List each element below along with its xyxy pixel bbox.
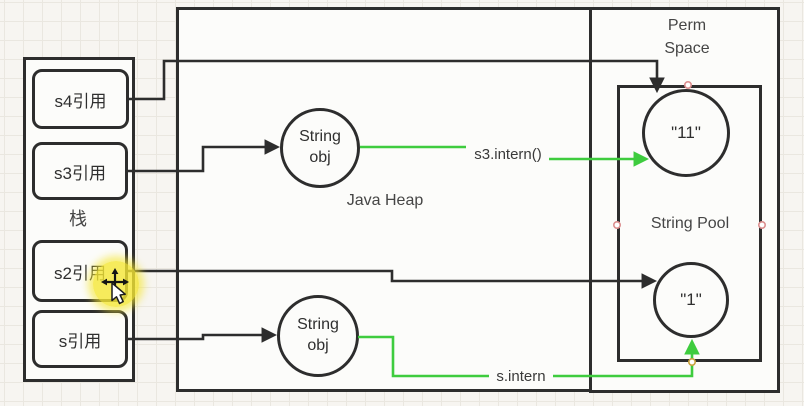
s2-to-pool-1-connector[interactable] (128, 269, 658, 289)
s4-to-pool-11-connector[interactable] (129, 59, 665, 101)
stack-ref-s4[interactable]: s4引用 (32, 69, 129, 129)
string-obj-circle-1[interactable]: String obj (280, 108, 360, 188)
stack-ref-s3[interactable]: s3引用 (32, 142, 128, 200)
pool-constant-1-circle[interactable]: "1" (653, 262, 729, 338)
s3-to-string-obj-connector[interactable] (128, 139, 281, 173)
s-intern-label: s.intern (489, 368, 553, 385)
s3-intern-label: s3.intern() (474, 146, 542, 163)
stack-ref-s3-label: s3引用 (54, 163, 106, 183)
cursor-overlay (101, 268, 129, 305)
string-obj-2-label: String obj (297, 316, 339, 354)
pointer-cursor-icon (111, 282, 126, 305)
stack-ref-s-label: s引用 (58, 331, 102, 351)
stack-ref-s[interactable]: s引用 (32, 310, 128, 368)
stack-ref-s4-label: s4引用 (54, 91, 107, 111)
string-obj-circle-2[interactable]: String obj (277, 295, 359, 377)
string-pool-label: String Pool (650, 215, 730, 232)
pool-constant-11-circle[interactable]: "11" (642, 89, 730, 177)
perm-space-label: Perm Space (664, 17, 710, 58)
move-cursor-icon (101, 268, 129, 296)
pool-constant-1-label: "1" (680, 289, 702, 309)
stack-label: 栈 (69, 209, 87, 229)
java-heap-container[interactable] (176, 7, 592, 392)
string-obj-1-label: String obj (299, 128, 341, 166)
stack-ref-s2-label: s2引用 (54, 263, 106, 283)
pool-constant-11-label: "11" (671, 122, 701, 142)
java-heap-label: Java Heap (346, 192, 424, 209)
s-to-string-obj-connector[interactable] (128, 327, 278, 343)
